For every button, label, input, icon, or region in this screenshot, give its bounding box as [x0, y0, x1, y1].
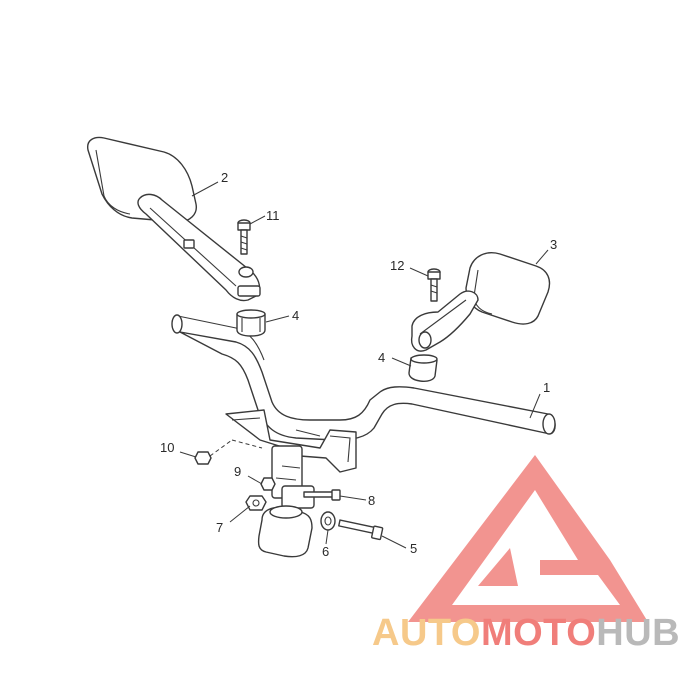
callout-11: 11: [266, 208, 280, 223]
mirror-adapter-left: [236, 309, 266, 337]
screw-left-mirror: [237, 219, 251, 255]
screw-right-mirror: [427, 268, 441, 302]
watermark-part-hub: HUB: [596, 612, 681, 654]
bolt-8: [303, 489, 341, 501]
watermark-part-auto: AUTO: [372, 612, 481, 654]
washer-6: [320, 511, 336, 531]
handlebar: [171, 314, 556, 441]
right-mirror: [410, 252, 551, 352]
mirror-adapter-right: [408, 354, 438, 382]
watermark-logo-icon: [408, 455, 648, 622]
callout-4-left: 4: [292, 308, 299, 323]
callout-8: 8: [368, 493, 375, 508]
callout-1: 1: [543, 380, 550, 395]
nut-7: [245, 495, 267, 511]
nut-small: [194, 439, 263, 465]
handlebar-clamp-bracket: [225, 409, 357, 558]
watermark-wordmark: AUTOMOTOHUB: [372, 614, 680, 652]
callout-12: 12: [390, 258, 404, 273]
callout-9: 9: [234, 464, 241, 479]
callout-7: 7: [216, 520, 223, 535]
callout-6: 6: [322, 544, 329, 559]
callout-3: 3: [550, 237, 557, 252]
nut-9: [260, 477, 276, 491]
callout-10: 10: [160, 440, 174, 455]
watermark-part-moto: MOTO: [480, 612, 597, 654]
left-mirror: [87, 136, 261, 302]
callout-5: 5: [410, 541, 417, 556]
callout-4-right: 4: [378, 350, 385, 365]
callout-2: 2: [221, 170, 228, 185]
bolt-5: [338, 519, 384, 541]
callout-leaders: [179, 181, 549, 549]
